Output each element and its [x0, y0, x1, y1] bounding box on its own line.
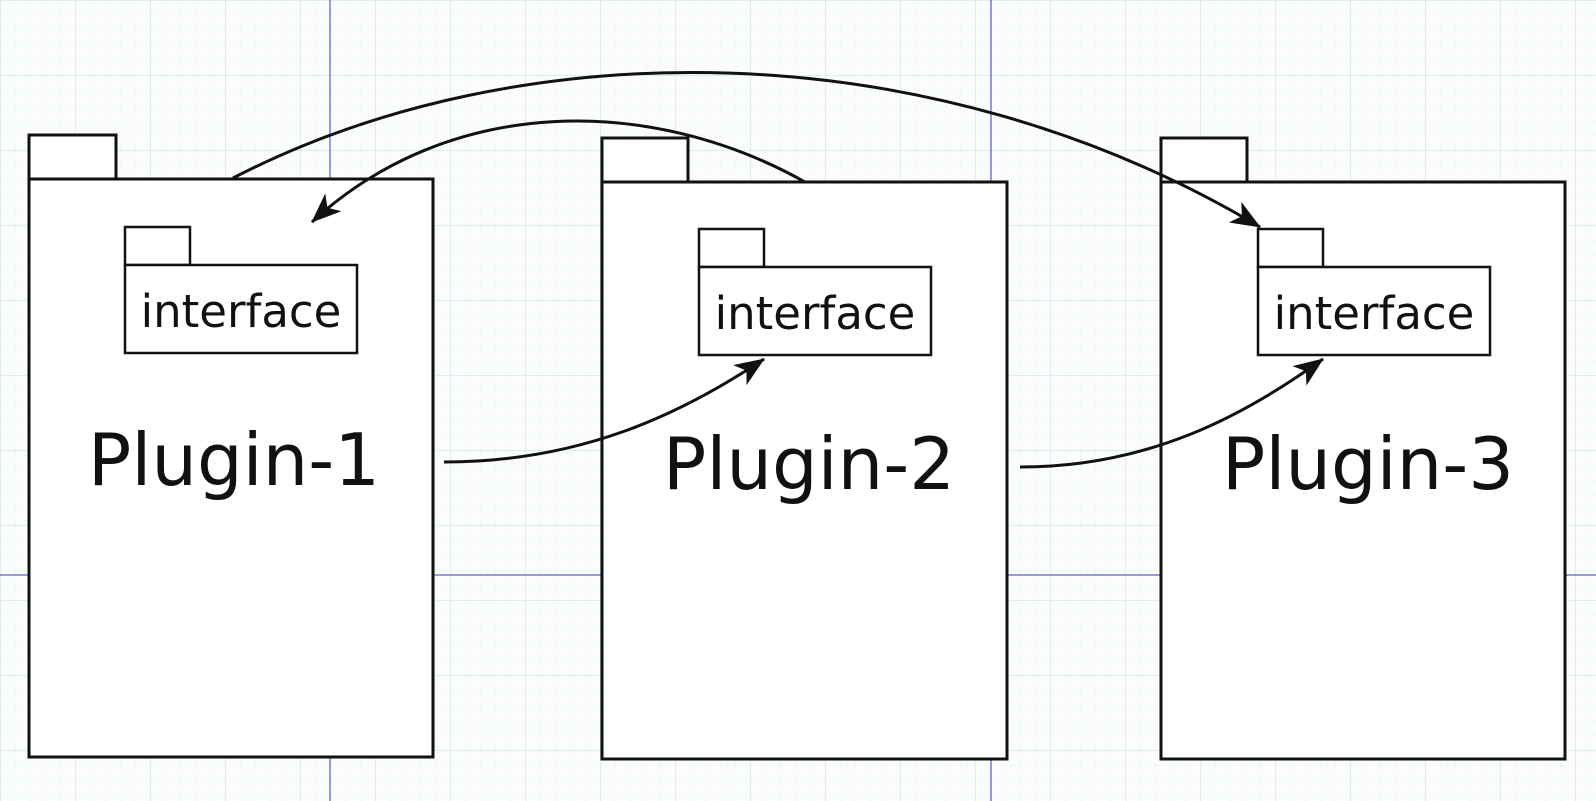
package-label: Plugin-2 [663, 422, 955, 506]
dependency-arrow-plugin-1-to-plugin-3-interface[interactable] [232, 70, 1261, 229]
dependency-arrow-plugin-2-to-plugin-1-interface[interactable] [310, 119, 806, 224]
package-plugin-3[interactable]: interface Plugin-3 [1159, 136, 1567, 761]
package-tab [600, 136, 690, 184]
interface-body [1256, 265, 1492, 357]
interface-tab [123, 225, 192, 267]
interface-label: interface [1274, 287, 1475, 340]
interface-label: interface [141, 285, 342, 338]
package-tab [27, 133, 118, 181]
interface-package[interactable]: interface [123, 225, 359, 355]
interface-tab [1256, 227, 1325, 269]
package-label: Plugin-1 [88, 418, 380, 502]
interface-tab [697, 227, 766, 269]
interface-label: interface [715, 287, 916, 340]
package-plugin-1[interactable]: interface Plugin-1 [27, 133, 435, 759]
package-tab [1159, 136, 1249, 184]
interface-package[interactable]: interface [697, 227, 933, 357]
package-plugin-2[interactable]: interface Plugin-2 [600, 136, 1009, 761]
dependency-arrow-plugin-2-to-plugin-3-interface[interactable] [1019, 357, 1324, 469]
dependency-arrow-plugin-1-to-plugin-2-interface[interactable] [443, 357, 765, 464]
interface-body [123, 263, 359, 355]
interface-package[interactable]: interface [1256, 227, 1492, 357]
package-label: Plugin-3 [1222, 422, 1514, 506]
interface-body [697, 265, 933, 357]
